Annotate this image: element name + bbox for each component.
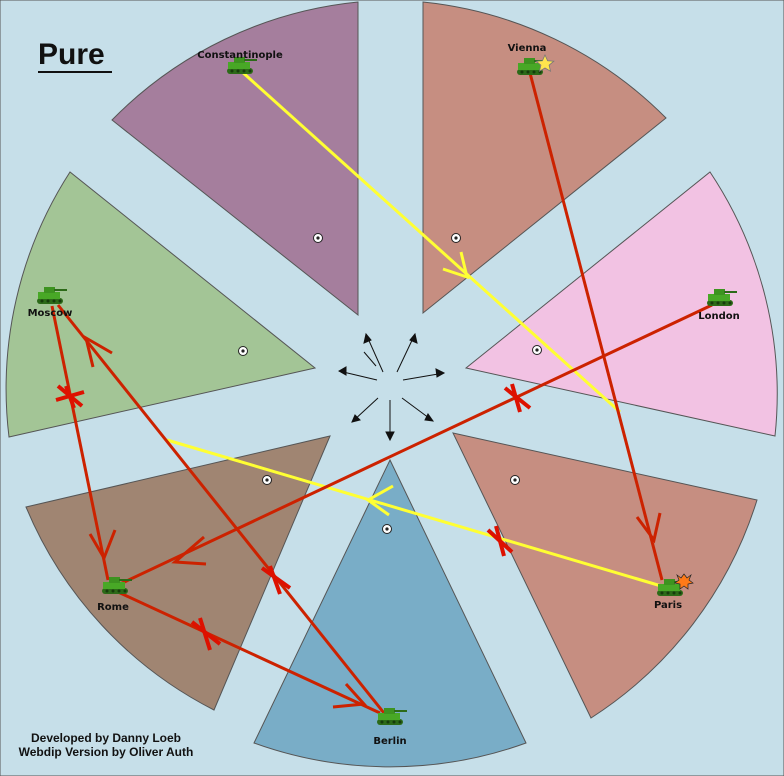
order-arrowhead [83, 334, 113, 368]
order-constantinople-support [238, 68, 622, 414]
order-arrowhead [332, 682, 368, 709]
territory-label-london: London [698, 311, 740, 322]
territory-label-berlin: Berlin [373, 736, 406, 747]
territory-rome[interactable] [25, 435, 331, 711]
star-icon [535, 54, 555, 73]
order-arrowhead [365, 484, 394, 517]
order-berlin-move [56, 304, 386, 714]
map-title: Pure [38, 38, 105, 71]
territory-vienna[interactable] [422, 1, 667, 315]
territory-label-vienna: Vienna [508, 43, 547, 54]
center-arrows-icon [337, 332, 446, 442]
territory-london[interactable] [464, 171, 778, 437]
order-moscow-move [50, 305, 110, 581]
credit-line-developer: Developed by Danny Loeb [31, 731, 181, 745]
cross-icon [486, 525, 514, 557]
supply-center-constantinople [313, 233, 323, 243]
order-rome-move [117, 590, 381, 715]
territory-label-moscow: Moscow [28, 308, 73, 319]
territory-berlin[interactable] [253, 458, 527, 768]
cross-icon [503, 383, 532, 413]
supply-center-rome [262, 475, 272, 485]
order-arrowhead [88, 529, 117, 562]
supply-center-paris [510, 475, 520, 485]
order-arrowhead [635, 512, 662, 544]
credit-line-webdip: Webdip Version by Oliver Auth [19, 745, 194, 759]
order-paris-support [166, 438, 669, 590]
supply-center-vienna [451, 233, 461, 243]
cross-icon [190, 617, 222, 651]
order-vienna-move [528, 72, 664, 581]
burst-icon [674, 573, 694, 590]
supply-center-london [532, 345, 542, 355]
territory-paris[interactable] [452, 432, 758, 719]
order-arrowhead [171, 535, 207, 566]
cross-icon [55, 384, 85, 409]
cross-icon [260, 565, 292, 595]
territory-label-constantinople: Constantinople [197, 50, 283, 61]
territory-label-paris: Paris [654, 600, 682, 611]
order-arrowhead [442, 251, 470, 280]
order-arrows [50, 68, 713, 715]
supply-center-berlin [382, 524, 392, 534]
order-london-move [117, 303, 713, 587]
territory-label-rome: Rome [97, 602, 129, 613]
supply-center-moscow [238, 346, 248, 356]
territory-moscow[interactable] [5, 171, 317, 438]
failed-order-marks [55, 383, 532, 651]
territory-constantinople[interactable] [111, 1, 359, 317]
